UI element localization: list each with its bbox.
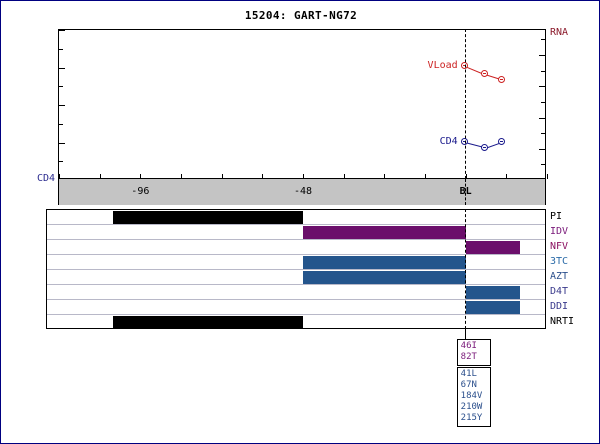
drug-row [47, 315, 545, 330]
drug-bar-idv[interactable] [303, 226, 466, 239]
mutation-item: 82T [460, 352, 477, 362]
drug-label-3tc: 3TC [550, 256, 569, 267]
x-tick [262, 174, 264, 179]
drug-bar-d4t[interactable] [465, 286, 520, 299]
x-tick [59, 174, 60, 179]
x-tick [506, 174, 508, 179]
drug-label-idv: IDV [550, 226, 569, 237]
drug-bar-azt[interactable] [303, 271, 466, 284]
drug-label-azt: AZT [550, 271, 569, 282]
drug-bar-ddi[interactable] [465, 301, 520, 314]
drug-row [47, 285, 545, 300]
x-tick [384, 174, 386, 179]
data-point-vload[interactable] [481, 70, 488, 78]
drug-row [47, 300, 545, 315]
y-tick-left [59, 67, 65, 69]
series-label-vload: VLoad [427, 59, 458, 71]
x-tick-label: -96 [131, 186, 150, 197]
y-tick-left-minor [59, 123, 63, 125]
y-tick-right-minor [541, 164, 545, 166]
data-point-cd4[interactable] [497, 137, 505, 145]
y-tick-right [539, 86, 545, 88]
y-tick-right [539, 148, 545, 150]
x-tick [99, 174, 101, 179]
x-tick-label: -48 [293, 186, 313, 197]
y-axis-title-left: CD4 [36, 173, 55, 184]
drug-label-nfv: NFV [550, 241, 569, 252]
x-tick [221, 174, 223, 179]
y-tick-left [59, 105, 65, 106]
page-title: 15204: GART-NG72 [244, 9, 358, 22]
x-tick [181, 174, 182, 179]
mutation-item: 215Y [460, 413, 483, 423]
drug-regimen-table [46, 209, 546, 329]
mutation-item: 41L [460, 369, 477, 379]
series-label-cd4: CD4 [439, 136, 458, 148]
data-point-cd4[interactable] [460, 138, 468, 146]
data-point-vload[interactable] [460, 61, 468, 69]
mutation-item: 184V [460, 391, 483, 401]
x-tick-label: BL [459, 186, 472, 197]
drug-label-ddi: DDI [550, 301, 569, 312]
y-tick-left [59, 30, 65, 31]
y-tick-left-minor [59, 48, 63, 50]
x-tick [303, 174, 304, 179]
drug-row [47, 210, 545, 225]
y-tick-right [539, 55, 545, 56]
y-tick-left-minor [59, 161, 63, 163]
x-tick [547, 174, 548, 179]
x-tick [465, 174, 467, 179]
drug-bar-3tc[interactable] [303, 256, 466, 269]
time-axis-band: -96 -48 BL [58, 174, 548, 205]
mutation-item: 67N [460, 380, 477, 390]
drug-label-pi: PI [550, 211, 563, 222]
drug-row [47, 270, 545, 285]
baseline-line-drugs [464, 209, 466, 329]
drug-label-d4t: D4T [550, 286, 569, 297]
drug-bar-nrti[interactable] [113, 316, 303, 329]
drug-bar-pi[interactable] [113, 211, 303, 224]
mutation-connector [464, 329, 466, 339]
y-tick-right-minor [541, 39, 545, 41]
drug-label-nrti: NRTI [550, 316, 575, 327]
y-tick-left [59, 142, 65, 144]
x-tick [140, 174, 142, 179]
y-tick-right-minor [541, 70, 545, 72]
drug-bar-nfv[interactable] [465, 241, 520, 254]
y-tick-right-minor [541, 133, 545, 135]
drug-row [47, 255, 545, 270]
baseline-line-plot [464, 29, 466, 179]
drug-row [47, 225, 545, 240]
mutation-item: 210W [460, 402, 483, 412]
baseline-line-band [464, 179, 466, 205]
drug-row [47, 240, 545, 255]
plot-area: 8006004002005.04.03.02.01.0 [58, 29, 546, 181]
data-point-vload[interactable] [497, 75, 505, 83]
y-tick-left-minor [59, 86, 63, 88]
x-tick [343, 174, 345, 179]
y-tick-right-minor [541, 101, 545, 103]
y-axis-title-right: RNA [550, 27, 569, 38]
data-point-cd4[interactable] [481, 143, 488, 151]
x-tick [425, 174, 426, 179]
y-tick-right [539, 117, 545, 119]
mutation-item: 46I [460, 341, 477, 351]
